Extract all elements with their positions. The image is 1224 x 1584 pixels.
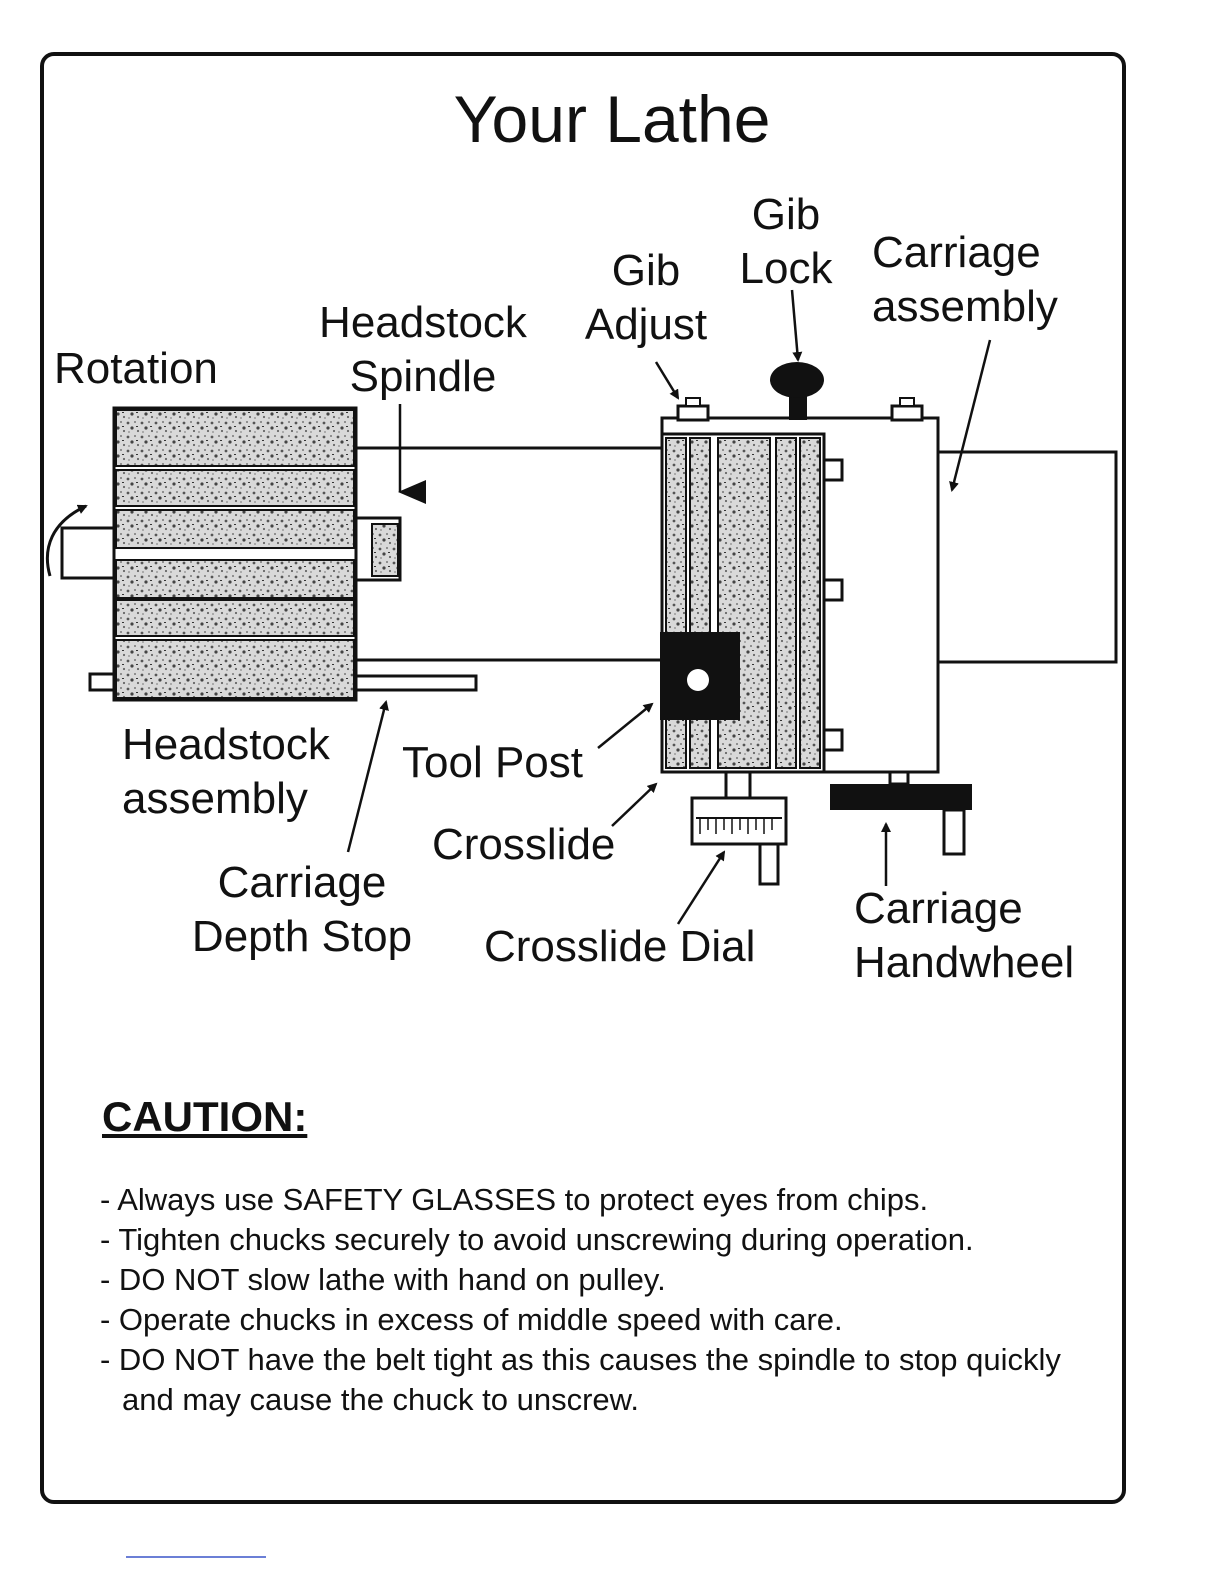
label-carriage-assembly: Carriage assembly (872, 228, 1058, 331)
caution-item: - Always use SAFETY GLASSES to protect e… (100, 1182, 929, 1217)
label-tool-post: Tool Post (402, 738, 583, 787)
label-headstock-spindle: Headstock Spindle (319, 298, 527, 401)
crosslide-dial (690, 770, 788, 886)
label-gib-lock: Gib Lock (739, 190, 833, 293)
headstock-assembly-body (112, 406, 358, 702)
leader-crosslide (611, 782, 658, 827)
leader-gib-lock (790, 289, 803, 362)
lathe-bed (356, 446, 1118, 664)
carriage-handwheel (830, 770, 972, 856)
page-title: Your Lathe (453, 82, 771, 156)
label-crosslide-dial: Crosslide Dial (484, 922, 756, 971)
spindle-nose (354, 516, 402, 582)
leader-tool-post (597, 702, 654, 749)
caution-heading: CAUTION: (102, 1093, 308, 1140)
caution-item: - Tighten chucks securely to avoid unscr… (100, 1222, 974, 1257)
caution-item: - DO NOT slow lathe with hand on pulley. (100, 1262, 666, 1297)
page-frame (40, 52, 1126, 1504)
headstock-tab (88, 672, 116, 692)
leader-carriage-assembly (949, 339, 992, 492)
carriage-depth-stop-rod (350, 674, 478, 692)
leader-carriage-depth-stop (346, 700, 389, 853)
leader-gib-adjust (654, 361, 680, 400)
caution-item: - Operate chucks in excess of middle spe… (100, 1302, 843, 1337)
spindle-shaft (60, 526, 116, 580)
label-headstock-assembly: Headstock assembly (122, 720, 330, 823)
rotation-arrow (45, 504, 88, 577)
tool-post (660, 632, 740, 720)
decorative-underline (126, 1556, 266, 1558)
leader-crosslide-dial (676, 850, 726, 925)
label-carriage-depth-stop: Carriage Depth Stop (191, 858, 413, 961)
label-rotation: Rotation (54, 344, 218, 393)
gib-lock-knob (770, 362, 824, 420)
label-gib-adjust: Gib Adjust (584, 246, 708, 349)
label-carriage-handwheel: Carriage Handwheel (854, 884, 1075, 987)
caution-list: - Always use SAFETY GLASSES to protect e… (100, 1180, 1082, 1420)
caution-item: - DO NOT have the belt tight as this cau… (100, 1342, 1061, 1417)
leader-lines (346, 289, 992, 925)
label-crosslide: Crosslide (432, 820, 616, 869)
